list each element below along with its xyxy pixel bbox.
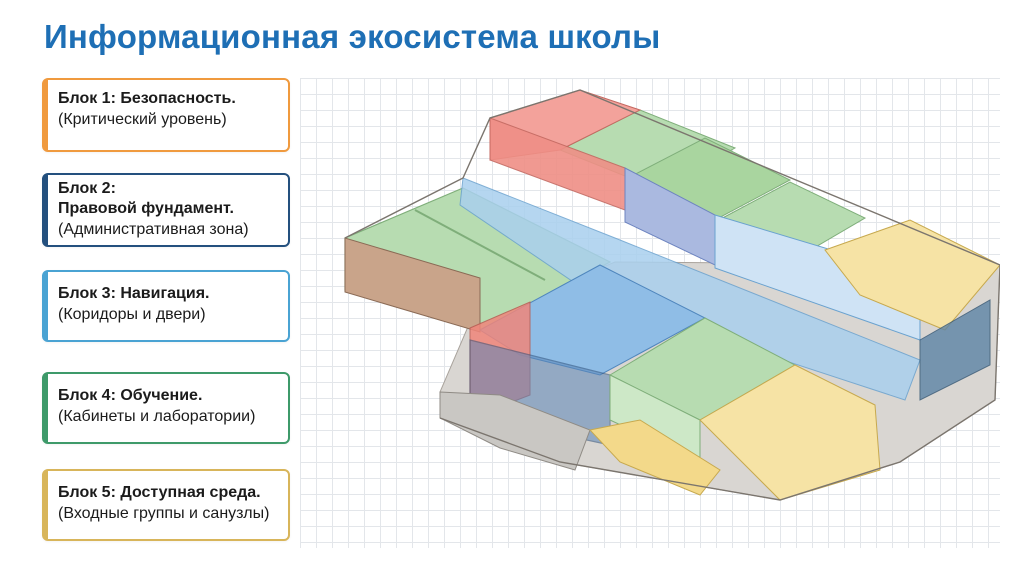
legend-card-heading: Блок 5: Доступная среда. [58, 484, 261, 501]
legend-card-heading: Блок 1: Безопасность. [58, 90, 236, 107]
legend-card-subtitle: (Входные группы и санузлы) [58, 505, 270, 522]
legend-card-heading: Блок 2: [58, 180, 116, 197]
legend-card-subtitle: (Коридоры и двери) [58, 306, 206, 323]
right-staircase [919, 299, 991, 401]
legend-card-heading: Блок 3: Навигация. [58, 285, 210, 302]
legend-card-subtitle: (Административная зона) [58, 221, 249, 238]
zone-navigation-corridor [459, 177, 921, 401]
school-building-illustration [344, 89, 1000, 501]
page-title: Информационная экосистема школы [44, 18, 661, 55]
legend-card-subtitle: (Критический уровень) [58, 111, 227, 128]
legend-card-learning: Блок 4: Обучение. (Кабинеты и лаборатори… [42, 372, 290, 444]
legend-card-legal: Блок 2: Правовой фундамент. (Администрат… [42, 173, 290, 247]
building-outline [344, 89, 1000, 501]
legend-card-heading-line2: Правовой фундамент. [58, 200, 234, 217]
legend-card-navigation: Блок 3: Навигация. (Коридоры и двери) [42, 270, 290, 342]
legend-card-subtitle: (Кабинеты и лаборатории) [58, 408, 256, 425]
legend-card-accessibility: Блок 5: Доступная среда. (Входные группы… [42, 469, 290, 541]
legend-card-security: Блок 1: Безопасность. (Критический урове… [42, 78, 290, 152]
left-wing-partition [414, 209, 546, 281]
zone-accessibility-ramp [589, 419, 721, 496]
legend-card-heading: Блок 4: Обучение. [58, 387, 203, 404]
zone-accessibility-lower [699, 364, 881, 501]
